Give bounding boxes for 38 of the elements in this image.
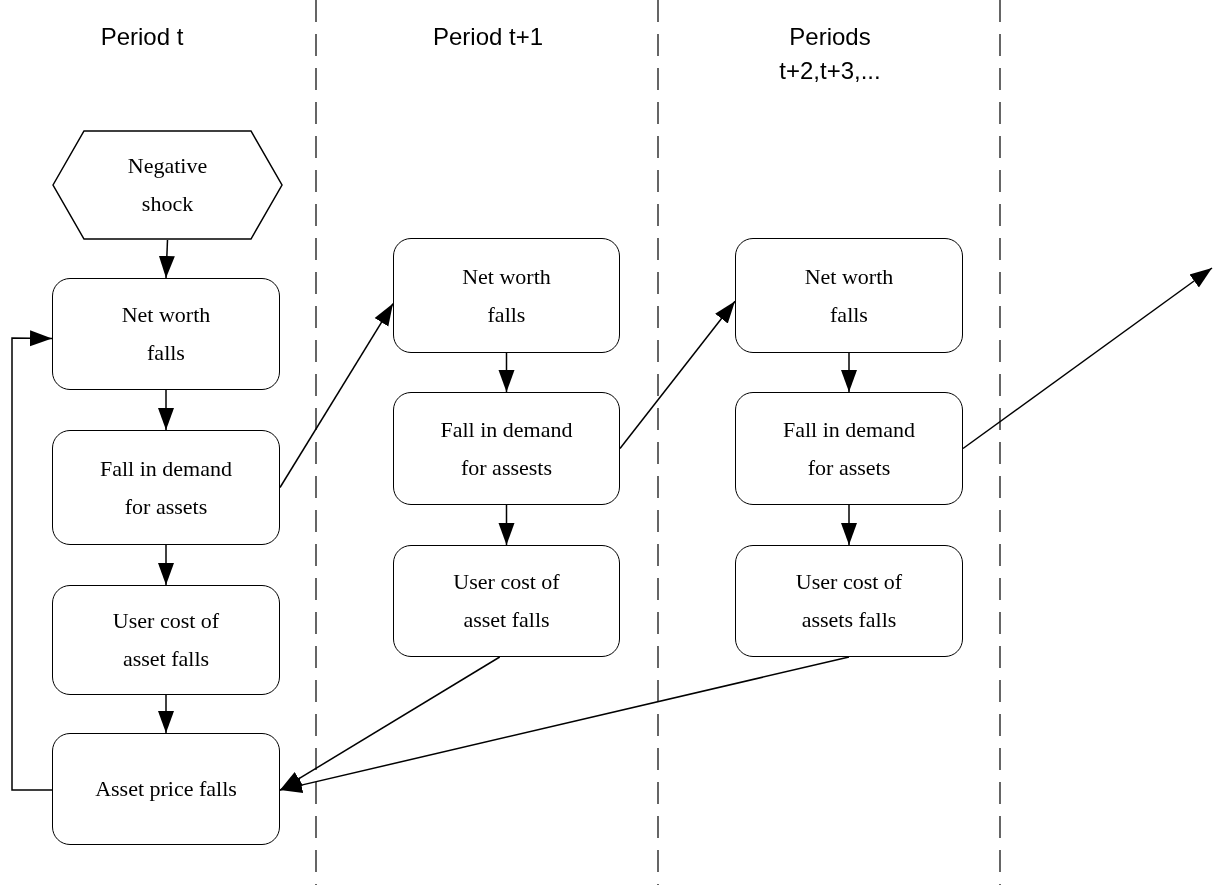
box-label: Net worth falls (120, 301, 212, 367)
process-box (52, 733, 280, 845)
box-label: User cost of asset falls (452, 568, 561, 634)
arrow (841, 352, 857, 393)
arrow (498, 504, 515, 546)
box-label: Net worth falls (461, 262, 552, 329)
box-label: Negative shock (126, 152, 209, 218)
arrow (158, 694, 174, 734)
arrow (619, 300, 736, 450)
box-label: User cost of asset falls (111, 607, 221, 673)
box-label: User cost of assets falls (794, 568, 904, 634)
process-box (52, 430, 280, 545)
box-label: Asset price falls (94, 775, 238, 803)
arrow (498, 352, 515, 393)
process-box (735, 238, 963, 353)
column-heading: Period t+1 (431, 22, 545, 52)
process-box (393, 392, 620, 505)
process-box (393, 238, 620, 353)
box-label: Fall in demand for assets (99, 454, 233, 521)
arrow (279, 302, 394, 489)
arrow (158, 544, 174, 586)
box-label: Net worth falls (803, 262, 895, 329)
process-box (393, 545, 620, 657)
process-box (52, 585, 280, 695)
column-heading: Period t (99, 22, 185, 52)
arrow (279, 656, 850, 793)
box-label: Fall in demand for assests (439, 415, 574, 482)
process-box (735, 545, 963, 657)
arrow (11, 330, 53, 791)
process-box (735, 392, 963, 505)
arrow (841, 504, 857, 546)
column-heading: Periods t+2,t+3,... (778, 22, 882, 86)
arrow (962, 267, 1213, 450)
arrow (279, 656, 501, 791)
box-label: Fall in demand for assets (782, 415, 916, 482)
arrow (158, 389, 174, 431)
arrow (158, 239, 175, 279)
process-box (52, 278, 280, 390)
